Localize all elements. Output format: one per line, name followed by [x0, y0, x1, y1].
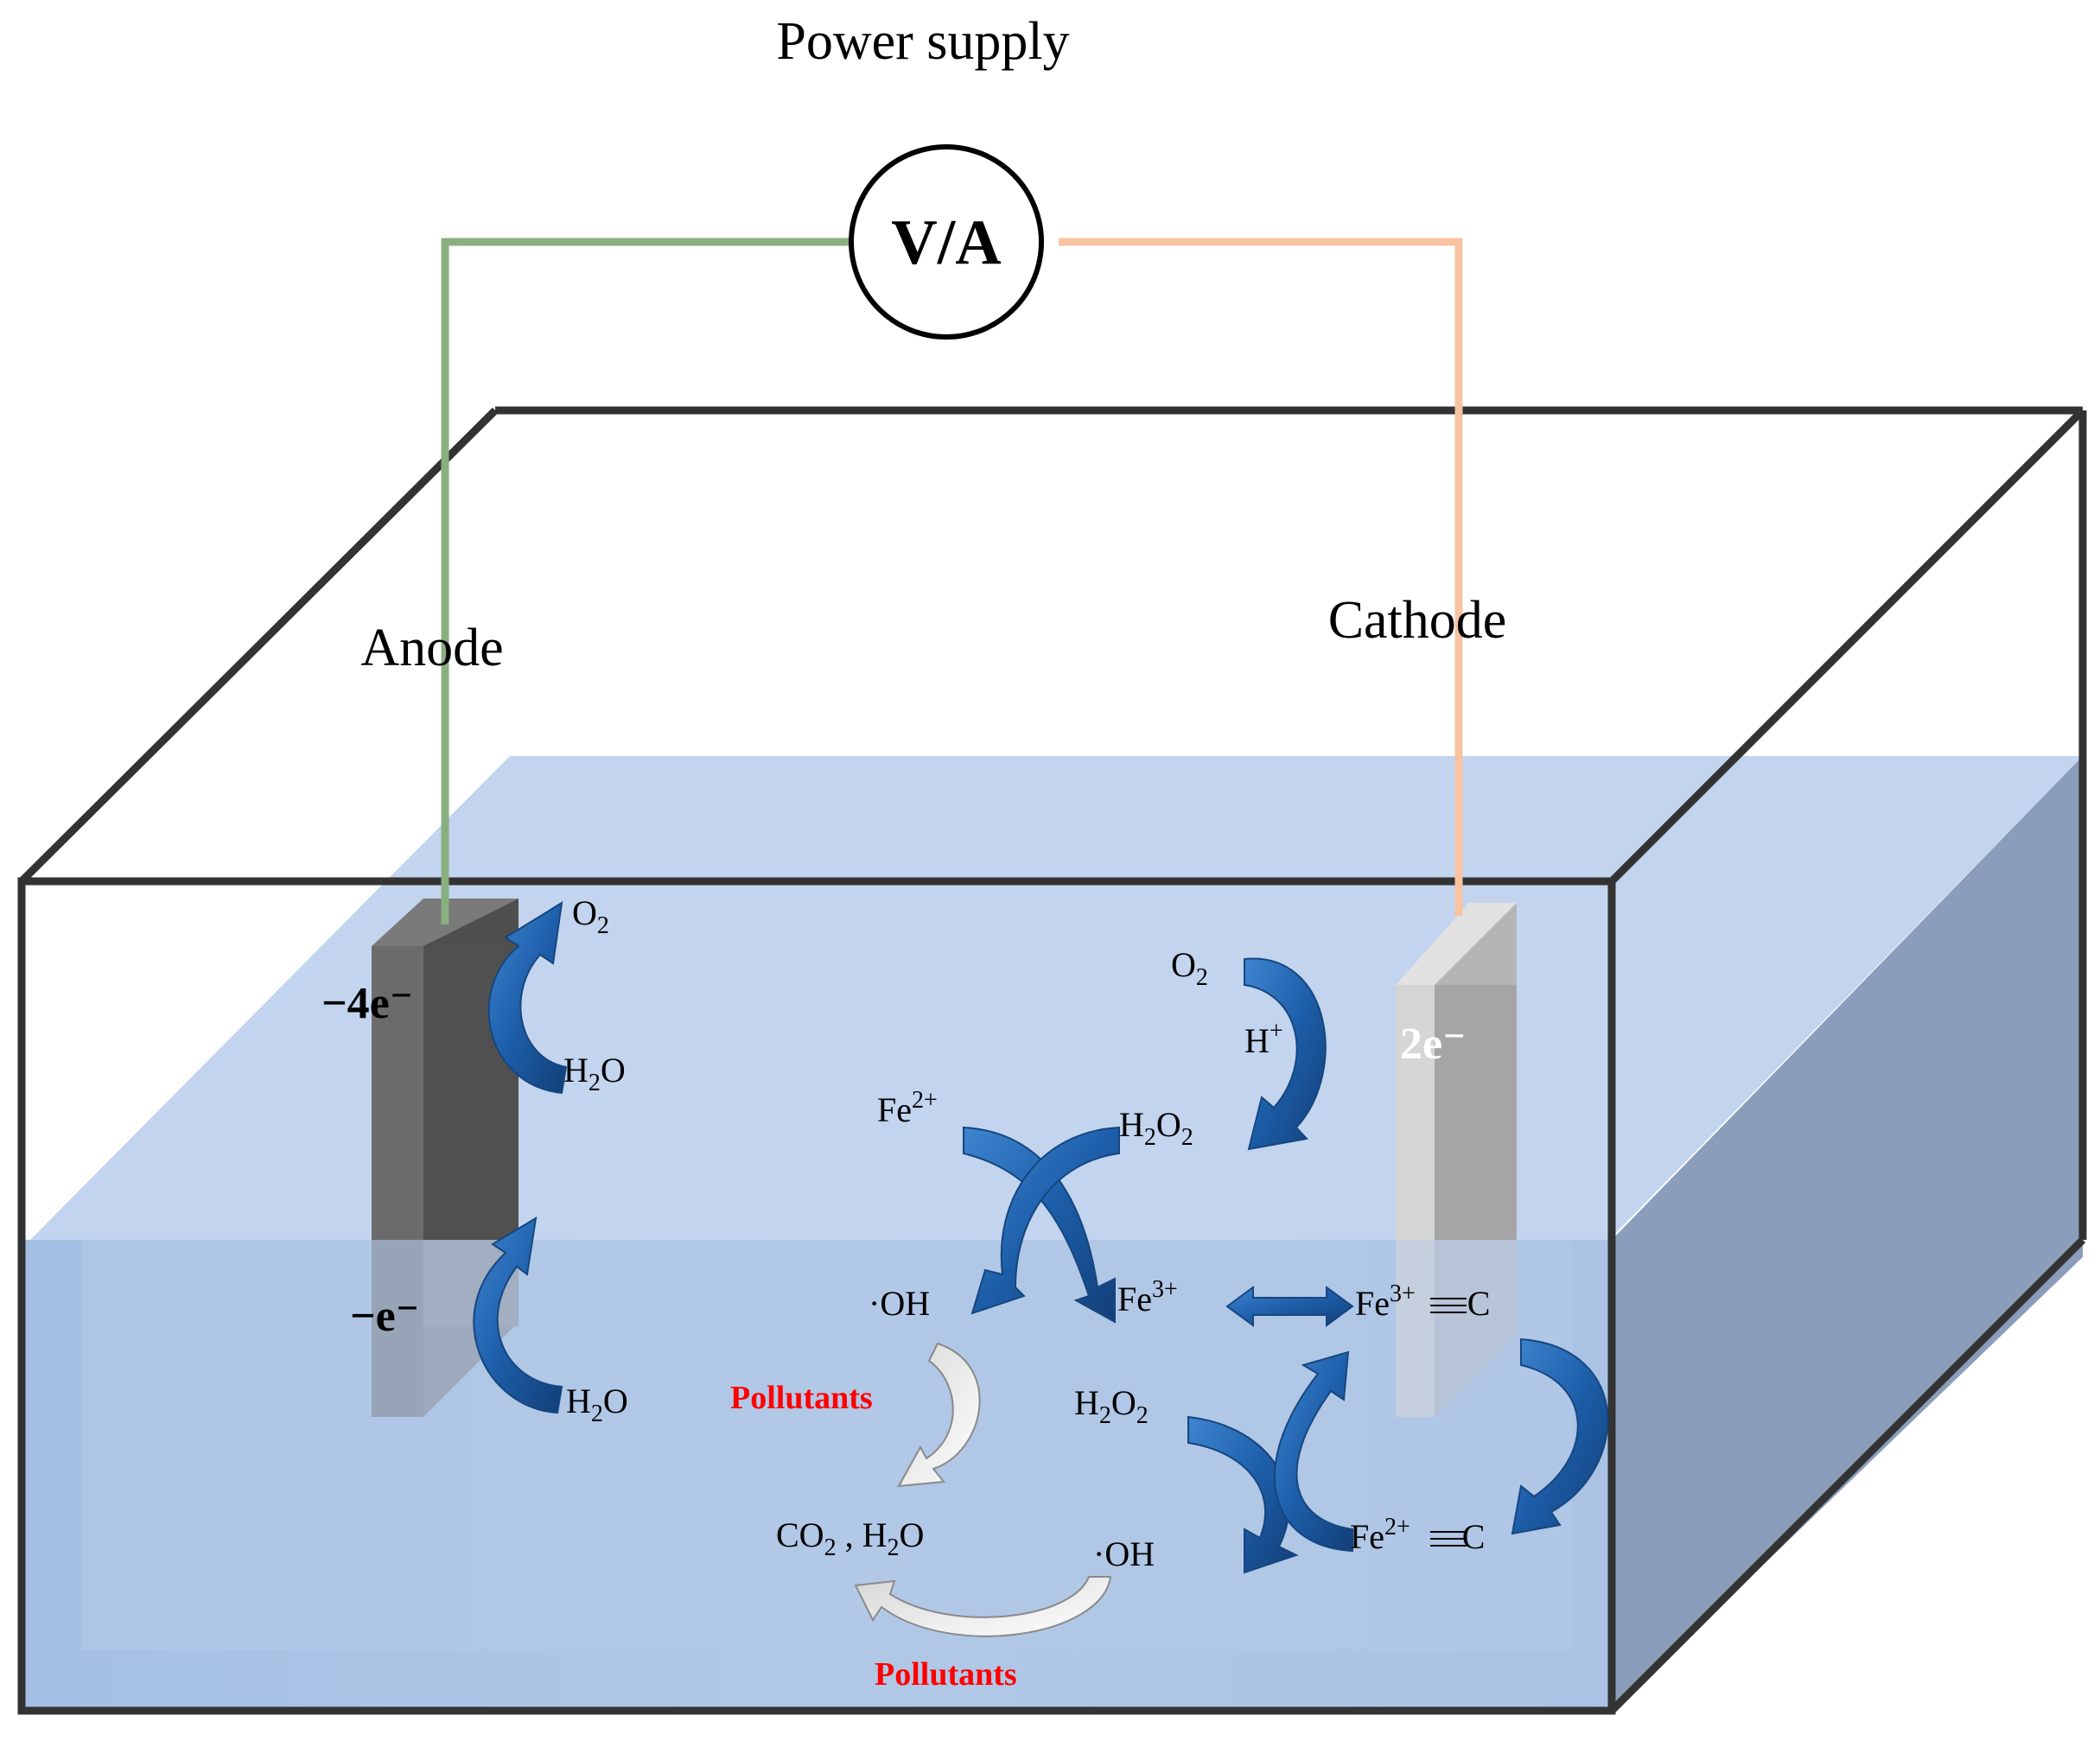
fe3c-label: Fe3+ C — [1355, 1280, 1490, 1323]
fe3-label: Fe3+ — [1117, 1276, 1178, 1318]
fe2c-label: Fe2+ C — [1350, 1514, 1485, 1556]
reaction-arrows — [473, 901, 1609, 1574]
cathode-h2o2: H2O2 — [1119, 1105, 1193, 1151]
power-supply-title: Power supply — [776, 12, 1069, 71]
fe2-label: Fe2+ — [877, 1087, 938, 1129]
anode-h2o-bottom: H2O — [566, 1382, 628, 1427]
anode-electrons-bottom: −e⁻ — [350, 1292, 419, 1341]
pollutants-label-1: Pollutants — [730, 1380, 873, 1416]
cathode-label: Cathode — [1328, 591, 1507, 650]
pollutants-label-2: Pollutants — [875, 1656, 1017, 1693]
water-front-inner — [82, 1240, 1573, 1650]
fe2c-triple-bond — [1430, 1531, 1467, 1547]
cathode-o2: O2 — [1171, 945, 1208, 991]
h2o2-lower: H2O2 — [1074, 1383, 1149, 1429]
water-surface — [30, 756, 2083, 1240]
pollutant-arrows — [854, 1342, 1112, 1637]
tank-outline — [17, 406, 2087, 1715]
power-meter: V/A — [849, 144, 1044, 340]
cathode-electrons: 2e⁻ — [1400, 1020, 1467, 1069]
anode-h2o-top: H2O — [563, 1051, 626, 1096]
products-label: CO2 , H2O — [776, 1515, 924, 1561]
fe3c-triple-bond — [1430, 1298, 1467, 1313]
cathode-electrode — [1396, 903, 1517, 1417]
cathode-wire — [1059, 238, 1463, 916]
cathode-hplus: H+ — [1244, 1018, 1283, 1060]
anode-label: Anode — [360, 619, 503, 677]
oh-label-1: ·OH — [869, 1284, 930, 1323]
anode-electrons-top: −4e⁻ — [321, 979, 413, 1028]
anode-wire — [441, 238, 856, 924]
water-side — [1612, 756, 2083, 1711]
oh-label-2: ·OH — [1093, 1534, 1155, 1573]
anode-o2: O2 — [572, 893, 609, 939]
meter-label: V/A — [891, 207, 1001, 278]
